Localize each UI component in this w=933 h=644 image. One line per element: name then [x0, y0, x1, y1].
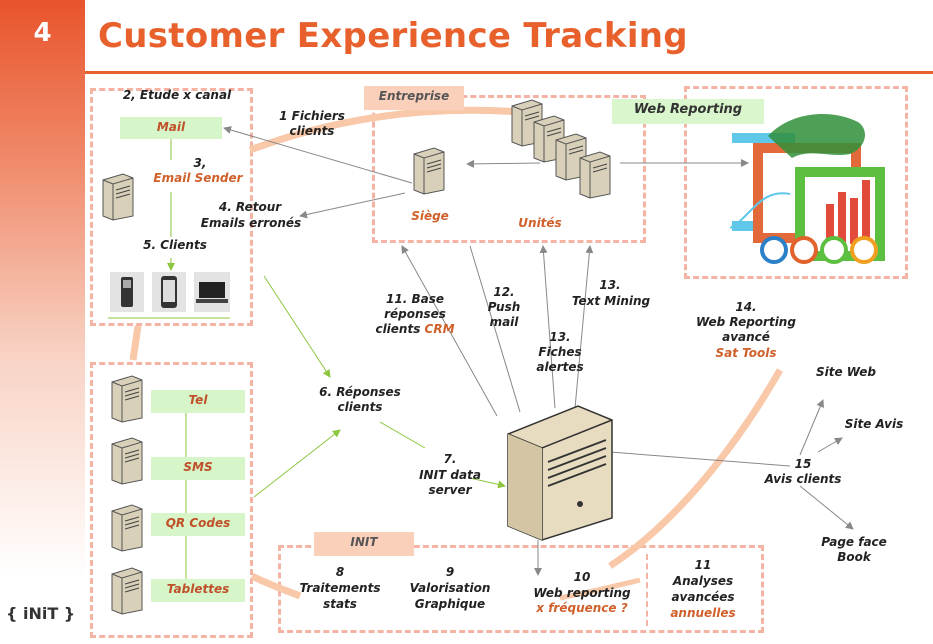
slide-number: 4 [33, 18, 52, 48]
label-webrep-3: avancé [722, 330, 770, 344]
label-text-mining-1: 13. [599, 278, 621, 292]
label-push-2: Push [487, 300, 521, 314]
label-fiches-3: alertes [536, 360, 584, 374]
left-study-box [90, 88, 253, 326]
siege-server-icon [413, 147, 445, 195]
label-fiches-2: Fiches [538, 345, 582, 359]
web-reporting-box [684, 86, 908, 279]
label-fichiers-2: clients [289, 124, 335, 138]
init-tag: INIT [314, 532, 414, 556]
label-webrep-4: Sat Tools [715, 346, 777, 360]
channels-box [90, 362, 253, 638]
label-base-1: 11. Base [386, 292, 444, 306]
label-base-2: réponses [384, 307, 446, 321]
mobile-phone-icon [110, 272, 144, 312]
label-avis-2: Avis clients [764, 472, 842, 486]
siege-label: Siège [411, 209, 449, 223]
laptop-icon [194, 272, 230, 312]
label-webrep-1: 14. [735, 300, 757, 314]
study-heading: 2, Etude x canal [122, 88, 232, 102]
label-init-server-3: server [428, 483, 472, 497]
label-retour-2: Emails erronés [200, 216, 302, 230]
label-init-server-2: INIT data [419, 468, 481, 482]
web-reporting-graphic [730, 113, 885, 264]
label-base-3: clients CRM [370, 322, 460, 337]
label-text-mining-2: Text Mining [571, 294, 651, 308]
label-base-clients: clients [375, 322, 421, 336]
init-step-8-line2: stats [323, 597, 357, 611]
unites-label: Unités [518, 216, 562, 230]
init-divider [646, 554, 648, 626]
init-step-9-line1: Valorisation [409, 581, 491, 595]
label-fiches-1: 13. [549, 330, 571, 344]
init-step-8-line1: Traitements [299, 581, 381, 595]
label-init-server-1: 7. [443, 452, 457, 466]
label-avis-1: 15 [794, 457, 812, 471]
label-site-web: Site Web [815, 365, 876, 379]
side-bar [0, 0, 85, 644]
init-step-11-line2: avancées [671, 590, 735, 604]
label-page-face-2: Book [837, 550, 871, 564]
clients-label: 5. Clients [143, 238, 207, 252]
email-sender-number: 3, [193, 156, 207, 170]
channel-tel: Tel [151, 390, 245, 413]
init-step-10-num: 10 [573, 570, 591, 584]
init-step-9-line2: Graphique [414, 597, 486, 611]
label-retour-1: 4. Retour [218, 200, 282, 214]
title-underline [85, 71, 933, 74]
init-step-10-line1: Web reporting [533, 586, 631, 600]
entreprise-box [372, 95, 646, 243]
label-webrep-2: Web Reporting [696, 315, 796, 329]
channel-sms: SMS [151, 457, 245, 480]
label-page-face-1: Page face [821, 535, 887, 549]
label-push-3: mail [489, 315, 519, 329]
email-sender-label: Email Sender [153, 171, 243, 185]
init-step-11-num: 11 [694, 558, 712, 572]
init-logo: { iNiT } [6, 604, 76, 623]
init-step-9-num: 9 [445, 565, 455, 579]
qr-server-icon [111, 504, 143, 552]
tablet-server-icon [111, 567, 143, 615]
smartphone-icon [152, 272, 186, 312]
web-reporting-tag: Web Reporting [612, 99, 764, 124]
label-base-crm: CRM [424, 322, 455, 336]
label-site-avis: Site Avis [844, 417, 904, 431]
init-step-11-line3: annuelles [670, 606, 736, 620]
label-reponses-1: 6. Réponses [319, 385, 401, 399]
init-step-10-line2: x fréquence ? [536, 601, 628, 615]
init-data-server-icon [507, 405, 613, 541]
page-title: Customer Experience Tracking [98, 16, 688, 56]
sms-server-icon [111, 437, 143, 485]
tel-server-icon [111, 375, 143, 423]
mail-tag: Mail [120, 117, 222, 139]
label-reponses-2: clients [337, 400, 383, 414]
label-push-1: 12. [493, 285, 515, 299]
channel-tablettes: Tablettes [151, 579, 245, 602]
unites-servers-icon [511, 99, 611, 199]
channel-qr-codes: QR Codes [151, 513, 245, 536]
init-step-11-line1: Analyses [672, 574, 734, 588]
label-fichiers-1: 1 Fichiers [279, 109, 345, 123]
init-step-8-num: 8 [335, 565, 345, 579]
email-server-icon [102, 173, 134, 221]
entreprise-tag: Entreprise [364, 86, 464, 110]
